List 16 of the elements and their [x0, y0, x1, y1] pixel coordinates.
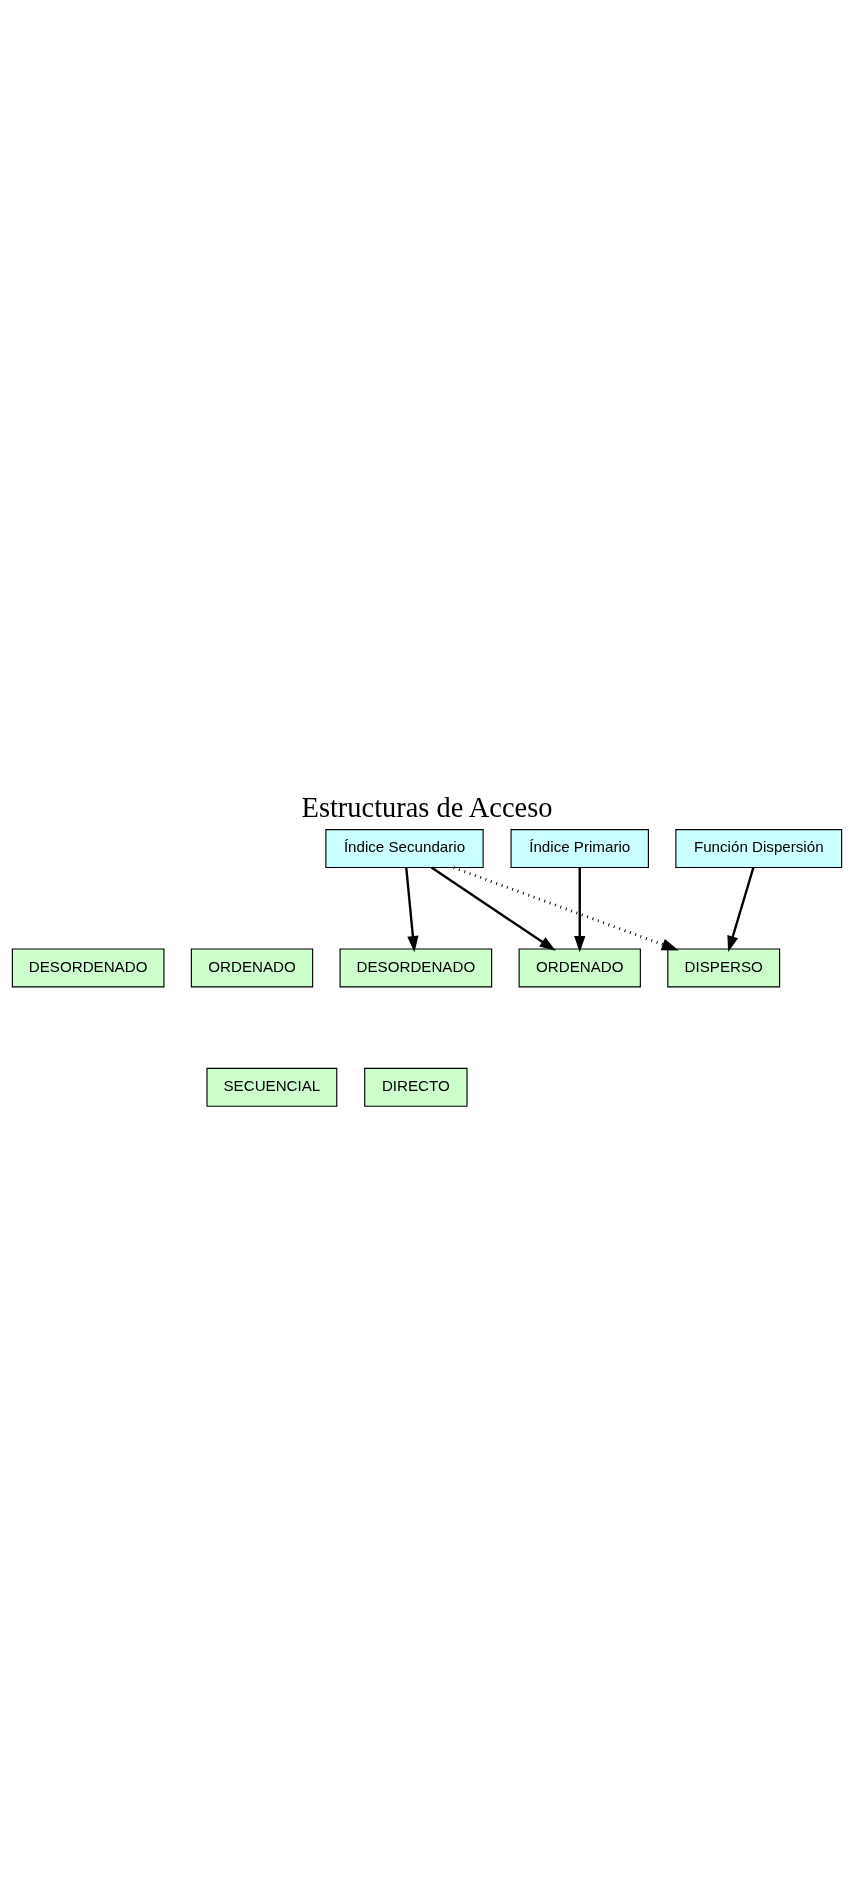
node-box: Índice Primario	[510, 829, 649, 869]
node-box: ORDENADO	[518, 948, 641, 988]
arrow	[430, 866, 556, 951]
arrow	[453, 866, 679, 951]
node-box: DIRECTO	[364, 1067, 468, 1107]
node-box: DESORDENADO	[11, 948, 165, 988]
arrow	[727, 867, 755, 953]
node-box: DISPERSO	[667, 948, 781, 988]
node-box: DESORDENADO	[339, 948, 493, 988]
node-box: SECUENCIAL	[206, 1067, 338, 1107]
diagram-title: Estructuras de Acceso	[301, 792, 553, 824]
node-box: Función Dispersión	[675, 829, 843, 869]
arrow	[574, 867, 586, 953]
node-box: ORDENADO	[190, 948, 314, 988]
node-box: Índice Secundario	[325, 829, 484, 869]
arrow	[405, 867, 419, 953]
